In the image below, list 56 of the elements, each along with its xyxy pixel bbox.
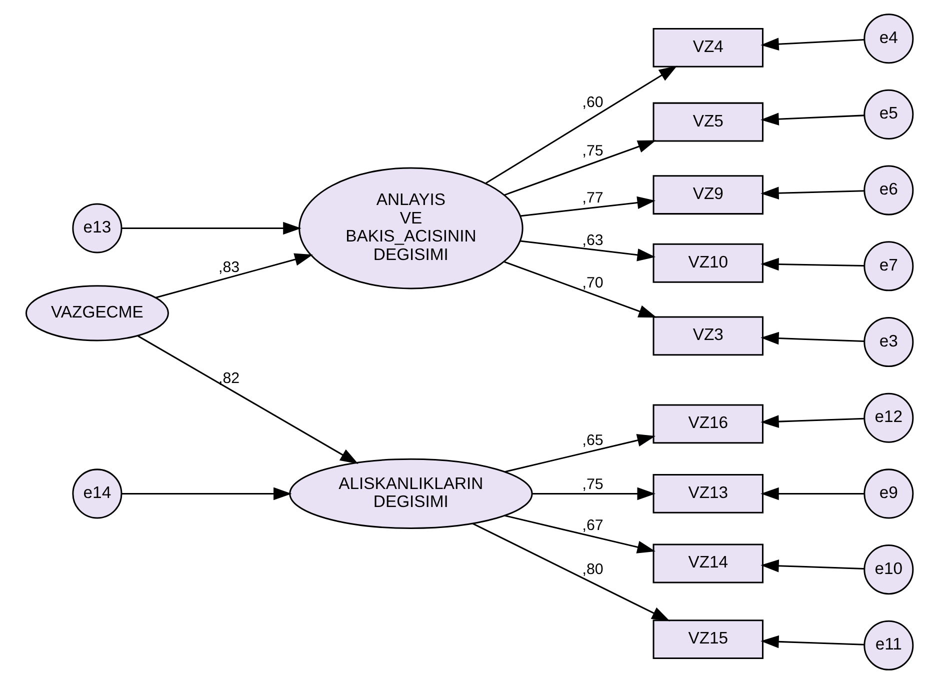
node-box: VZ5	[652, 102, 764, 142]
edge-label: ,77	[582, 189, 604, 206]
arrow	[472, 522, 670, 622]
arrow	[504, 261, 657, 318]
node-circle: e4	[864, 14, 914, 64]
arrow	[520, 240, 656, 262]
node-circle: e7	[864, 241, 914, 292]
node-box: VZ10	[652, 243, 764, 283]
edge-label: ,80	[582, 561, 604, 578]
edge-label: ,75	[582, 142, 604, 160]
arrow	[138, 335, 358, 464]
node-circle: e10	[864, 544, 914, 595]
node-circle: e3	[864, 316, 914, 368]
arrow	[122, 222, 302, 235]
arrow	[760, 415, 864, 428]
edge-label: ,70	[582, 274, 604, 292]
edge-label: ,83	[218, 259, 240, 276]
node-circle: e5	[864, 89, 914, 140]
node-circle: e14	[72, 468, 122, 519]
arrow	[760, 487, 864, 500]
node-box: VZ3	[652, 316, 764, 356]
arrow	[504, 140, 656, 196]
node-ellipse: ALISKANLIKLARIN DEGISIMI	[289, 458, 533, 529]
arrow	[122, 487, 292, 500]
node-circle: e6	[864, 165, 914, 216]
node-circle: e9	[864, 468, 914, 519]
arrow	[532, 487, 656, 500]
node-circle: e12	[864, 392, 914, 443]
edge-label: ,65	[582, 432, 604, 450]
node-circle: e11	[864, 620, 914, 670]
edge-label: ,63	[582, 232, 604, 249]
node-box: VZ16	[652, 404, 764, 444]
node-ellipse: ANLAYIS VE BAKIS_ACISININ DEGISIMI	[298, 167, 524, 290]
node-box: VZ13	[652, 474, 764, 514]
node-ellipse: VAZGECME	[25, 285, 169, 342]
node-box: VZ4	[652, 28, 764, 68]
arrow	[760, 332, 864, 345]
edge-label: ,67	[582, 517, 604, 534]
edge-label: ,82	[218, 370, 240, 387]
edge-label: ,75	[582, 476, 604, 494]
arrow	[760, 38, 864, 51]
edge-label: ,60	[582, 94, 604, 111]
arrow	[504, 434, 656, 473]
arrow	[156, 253, 313, 298]
arrow	[486, 66, 678, 184]
arrow	[760, 258, 864, 271]
arrow	[760, 559, 864, 572]
arrow	[504, 514, 656, 554]
arrow	[760, 635, 864, 648]
node-box: VZ9	[652, 175, 764, 215]
arrow	[760, 112, 864, 126]
arrow	[760, 186, 864, 200]
arrow	[520, 196, 656, 217]
node-circle: e13	[72, 203, 122, 254]
node-box: VZ14	[652, 544, 764, 584]
node-box: VZ15	[652, 620, 764, 660]
